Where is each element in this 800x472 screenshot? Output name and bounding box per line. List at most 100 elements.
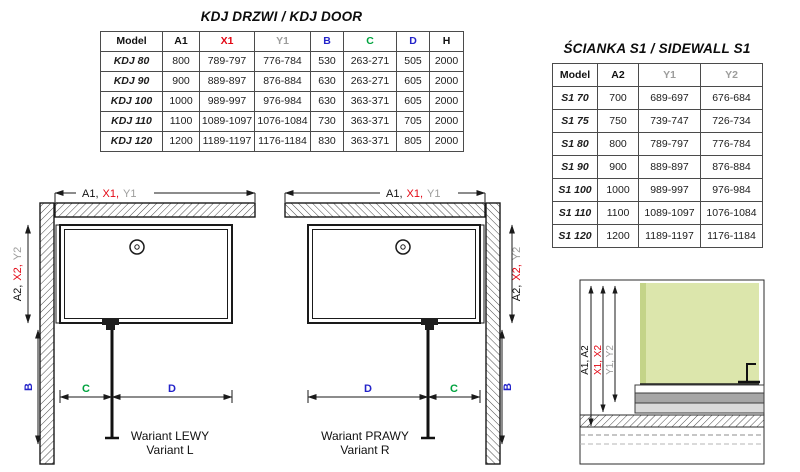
value-cell: 530: [310, 51, 344, 72]
value-cell: 1189-1197: [638, 224, 701, 248]
column-header-b: B: [310, 31, 344, 52]
value-cell: 989-997: [638, 178, 701, 202]
dim-label-a2x2y2: A2,X2,Y2: [511, 247, 523, 302]
value-cell: 976-984: [700, 178, 763, 202]
dim-x1: X1,: [407, 188, 424, 200]
value-cell: 630: [310, 91, 344, 112]
dim-label-d: D: [364, 383, 372, 395]
dim-label-a2x2y2: A2,X2,Y2: [12, 247, 24, 302]
glass-panel: [59, 224, 233, 324]
door-drawing-left-variant: A1,X1,Y1 A2,X2,Y2 B C D: [12, 186, 256, 465]
model-cell: S1 90: [552, 155, 598, 179]
column-header-c: C: [343, 31, 397, 52]
model-cell: S1 80: [552, 132, 598, 156]
value-cell: 830: [310, 131, 344, 152]
value-cell: 876-884: [254, 71, 311, 92]
variant-left-caption: Wariant LEWY Variant L: [100, 429, 240, 457]
value-cell: 1189-1197: [199, 131, 255, 152]
value-cell: 2000: [429, 131, 464, 152]
value-cell: 739-747: [638, 109, 701, 133]
value-cell: 805: [396, 131, 430, 152]
model-cell: KDJ 90: [100, 71, 163, 92]
column-header-d: D: [396, 31, 430, 52]
knob-icon: [129, 239, 145, 255]
value-cell: 726-734: [700, 109, 763, 133]
value-cell: 776-784: [700, 132, 763, 156]
door-drawing-right-variant: A1,X1,Y1 A2,X2,Y2 B D C: [284, 186, 523, 465]
tray-layer-top: [634, 384, 765, 394]
hinge-foot: [106, 325, 115, 330]
value-cell: 730: [310, 111, 344, 132]
value-cell: 1200: [162, 131, 200, 152]
value-cell: 900: [597, 155, 639, 179]
model-cell: S1 120: [552, 224, 598, 248]
dim-label-b: B: [502, 383, 514, 391]
dim-x2: X2,: [12, 264, 24, 281]
dim-label-a1x1y1: A1,X1,Y1: [386, 188, 441, 200]
dim-label-bg: [380, 186, 458, 199]
value-cell: 363-371: [343, 91, 397, 112]
hinge-foot: [425, 325, 434, 330]
value-cell: 2000: [429, 91, 464, 112]
value-cell: 789-797: [638, 132, 701, 156]
value-cell: 1089-1097: [199, 111, 255, 132]
column-header-model: Model: [552, 63, 598, 87]
variant-left-en: Variant L: [146, 443, 194, 457]
value-cell: 1176-1184: [700, 224, 763, 248]
value-cell: 630: [310, 71, 344, 92]
value-cell: 800: [162, 51, 200, 72]
dim-y2: Y2: [12, 247, 24, 260]
dim-y1: Y1: [123, 188, 136, 200]
dim-y1: Y1: [427, 188, 440, 200]
value-cell: 989-997: [199, 91, 255, 112]
value-cell: 700: [597, 86, 639, 110]
value-cell: 505: [396, 51, 430, 72]
tray-layer-mid: [634, 392, 765, 404]
variant-right-pl: Wariant PRAWY: [321, 429, 409, 443]
knob-center: [134, 244, 140, 250]
model-cell: S1 70: [552, 86, 598, 110]
column-header-h: H: [429, 31, 464, 52]
dim-label-d: D: [168, 383, 176, 395]
value-cell: 605: [396, 71, 430, 92]
model-cell: KDJ 100: [100, 91, 163, 112]
glass-panel: [307, 224, 481, 324]
value-cell: 800: [597, 132, 639, 156]
model-cell: S1 110: [552, 201, 598, 225]
value-cell: 976-984: [254, 91, 311, 112]
hinge-block: [102, 318, 119, 325]
value-cell: 2000: [429, 111, 464, 132]
glass-panel-inner: [312, 229, 476, 319]
model-cell: S1 75: [552, 109, 598, 133]
value-cell: 900: [162, 71, 200, 92]
value-cell: 689-697: [638, 86, 701, 110]
mirrored-geometry: [284, 190, 515, 465]
value-cell: 263-271: [343, 51, 397, 72]
knob-center: [400, 244, 406, 250]
value-cell: 1176-1184: [254, 131, 311, 152]
value-cell: 2000: [429, 71, 464, 92]
dim-label-c: C: [82, 383, 90, 395]
column-header-y1: Y1: [254, 31, 311, 52]
dim-a2: A2,: [511, 285, 523, 302]
model-cell: KDJ 120: [100, 131, 163, 152]
column-header-model: Model: [100, 31, 163, 52]
glass-panel-inner: [64, 229, 228, 319]
dim-label-a1x1y1: A1,X1,Y1: [82, 188, 137, 200]
value-cell: 1100: [162, 111, 200, 132]
variant-left-pl: Wariant LEWY: [130, 429, 210, 443]
model-cell: KDJ 110: [100, 111, 163, 132]
model-cell: S1 100: [552, 178, 598, 202]
variant-right-en: Variant R: [340, 443, 390, 457]
column-header-a2: A2: [597, 63, 639, 87]
value-cell: 1076-1084: [254, 111, 311, 132]
dim-label-c: C: [450, 383, 458, 395]
dim-a1: A1,: [82, 188, 99, 200]
